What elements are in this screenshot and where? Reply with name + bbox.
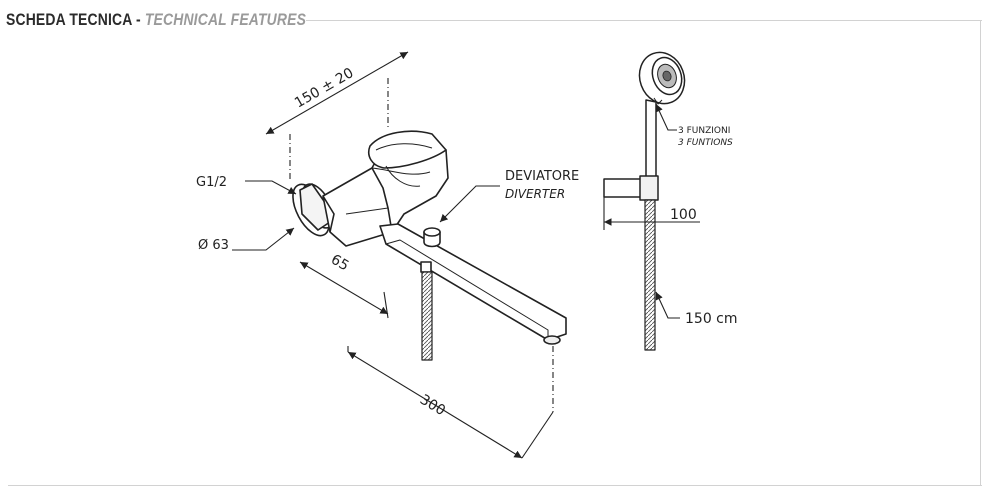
shower-bracket — [603, 175, 659, 201]
frame-right-border — [980, 20, 981, 486]
leader-flange — [232, 227, 295, 251]
title-english: TECHNICAL FEATURES — [144, 10, 307, 29]
hose-length-label: 150 cm — [685, 311, 738, 327]
frame-top-border — [306, 20, 982, 21]
width-dimension-label: 150 ± 20 — [292, 65, 356, 111]
title-italian: SCHEDA TECNICA — [6, 10, 132, 29]
leader-hose — [655, 291, 680, 319]
dimension-line-depth — [299, 261, 389, 315]
diverter-label-it: DEVIATORE — [505, 169, 579, 184]
depth-dimension-label: 65 — [328, 252, 351, 275]
shower-hose — [644, 199, 656, 351]
bracket-dimension-label: 100 — [670, 207, 697, 223]
hand-shower-drawing — [603, 51, 686, 351]
diverter-knob — [423, 227, 441, 248]
functions-label-en: 3 FUNTIONS — [678, 138, 733, 148]
shower-dimensions — [603, 103, 700, 319]
dimension-line-spout — [347, 351, 523, 459]
page-title: SCHEDA TECNICA - TECHNICAL FEATURES — [6, 10, 306, 30]
spout-length-label: 300 — [417, 392, 448, 419]
flange-diameter-label: Ø 63 — [198, 238, 229, 253]
mixer-hose-outlet — [420, 261, 433, 361]
diverter-label-en: DIVERTER — [505, 187, 565, 201]
bath-mixer-drawing — [292, 130, 567, 361]
bath-spout — [379, 223, 567, 345]
leader-connection — [245, 180, 297, 195]
dimension-line-width — [265, 51, 409, 135]
functions-label-it: 3 FUNZIONI — [678, 126, 730, 136]
mixer-dimensions — [232, 51, 554, 459]
title-separator: - — [131, 10, 145, 29]
shower-head — [638, 51, 686, 105]
leader-functions — [655, 103, 677, 131]
leader-diverter — [439, 185, 500, 223]
connection-label: G1/2 — [196, 175, 227, 190]
frame-bottom-border — [8, 485, 982, 486]
